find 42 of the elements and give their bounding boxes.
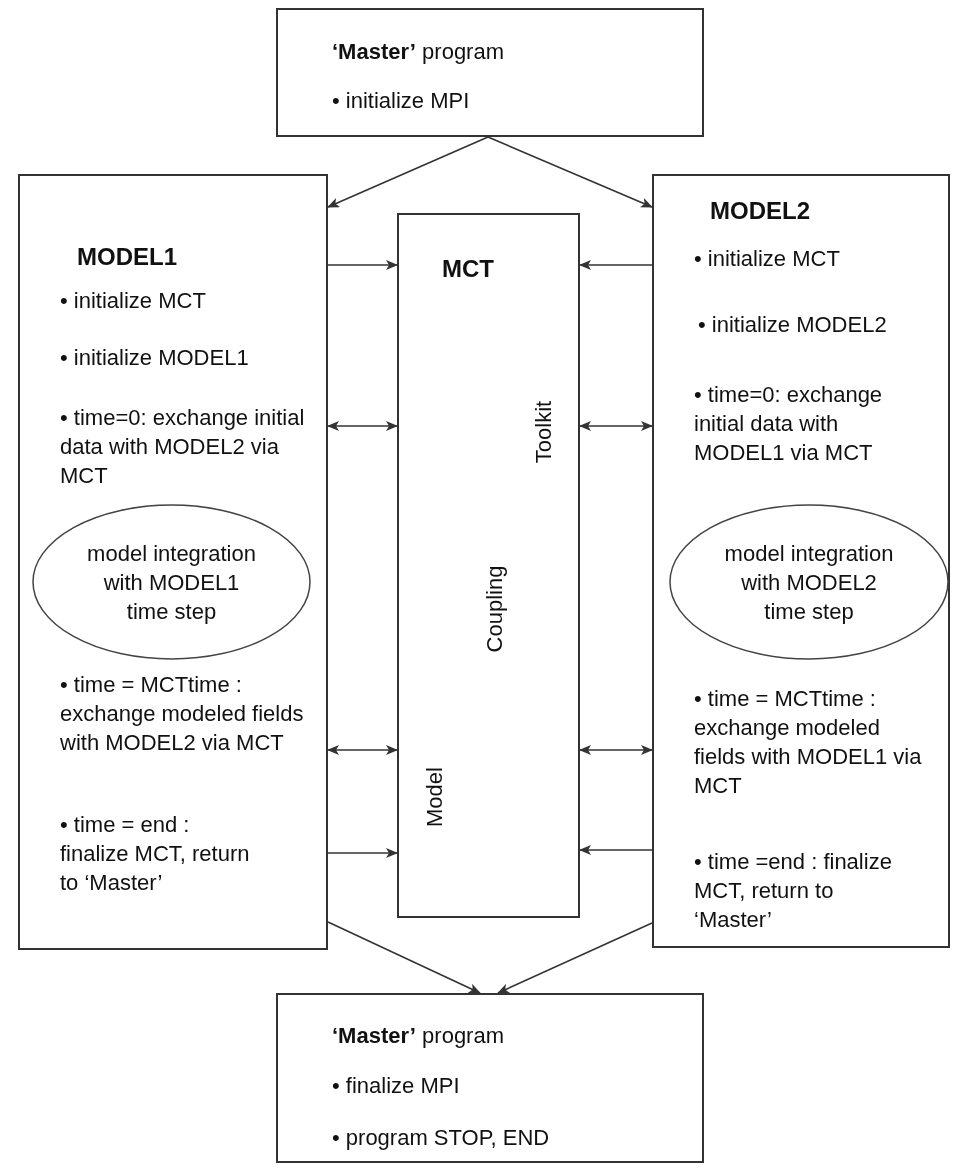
vertical-label: Coupling [482, 565, 508, 653]
arrow [327, 848, 398, 858]
step-text: • program STOP, END [332, 1124, 550, 1152]
arrow [579, 745, 653, 755]
arrow [327, 136, 489, 208]
box-title: MODEL2 [710, 196, 810, 225]
step-text: ‘Master’ program [332, 38, 504, 66]
step-text: • time=0: exchange initial data with MODEL2 via MCT [60, 404, 306, 490]
step-text: • time = MCTtime : exchange modeled fields with MODEL2 via MCT [60, 671, 305, 757]
vertical-label: Model [422, 767, 448, 827]
step-text: • initialize MCT [694, 245, 840, 273]
process-box [276, 993, 704, 1163]
box-title: MCT [442, 254, 494, 283]
process-box [397, 213, 580, 918]
arrow [327, 921, 481, 994]
arrow [327, 421, 398, 431]
step-text: • time=0: exchange initial data with MODEL1 via MCT [694, 381, 884, 467]
step-text: • initialize MPI [332, 87, 470, 115]
arrow [579, 421, 653, 431]
step-text: • time = end : finalize MCT, return to ‘Master’ [60, 811, 251, 897]
arrow [327, 745, 398, 755]
arrow [327, 260, 398, 270]
ellipse-text: model integration with MODEL2 time step [723, 539, 895, 626]
arrow [487, 136, 653, 208]
process-ellipse [669, 504, 949, 660]
process-box [276, 8, 704, 137]
process-ellipse [32, 504, 311, 660]
arrow [579, 845, 653, 855]
process-box [652, 174, 950, 948]
step-text: • time = MCTtime : exchange modeled fields with MODEL1 via MCT [694, 685, 923, 800]
step-text: • initialize MODEL1 [60, 344, 249, 372]
step-text: ‘Master’ program [332, 1022, 504, 1050]
step-text: • finalize MPI [332, 1072, 460, 1100]
vertical-label: Toolkit [531, 400, 557, 464]
step-text: • initialize MODEL2 [698, 311, 887, 339]
box-title: MODEL1 [77, 242, 177, 271]
arrow [579, 260, 653, 270]
process-box [18, 174, 328, 950]
arrow [497, 922, 653, 994]
ellipse-text: model integration with MODEL1 time step [86, 539, 257, 626]
step-text: • initialize MCT [60, 287, 206, 315]
step-text: • time =end : finalize MCT, return to ‘Master’ [694, 848, 893, 934]
